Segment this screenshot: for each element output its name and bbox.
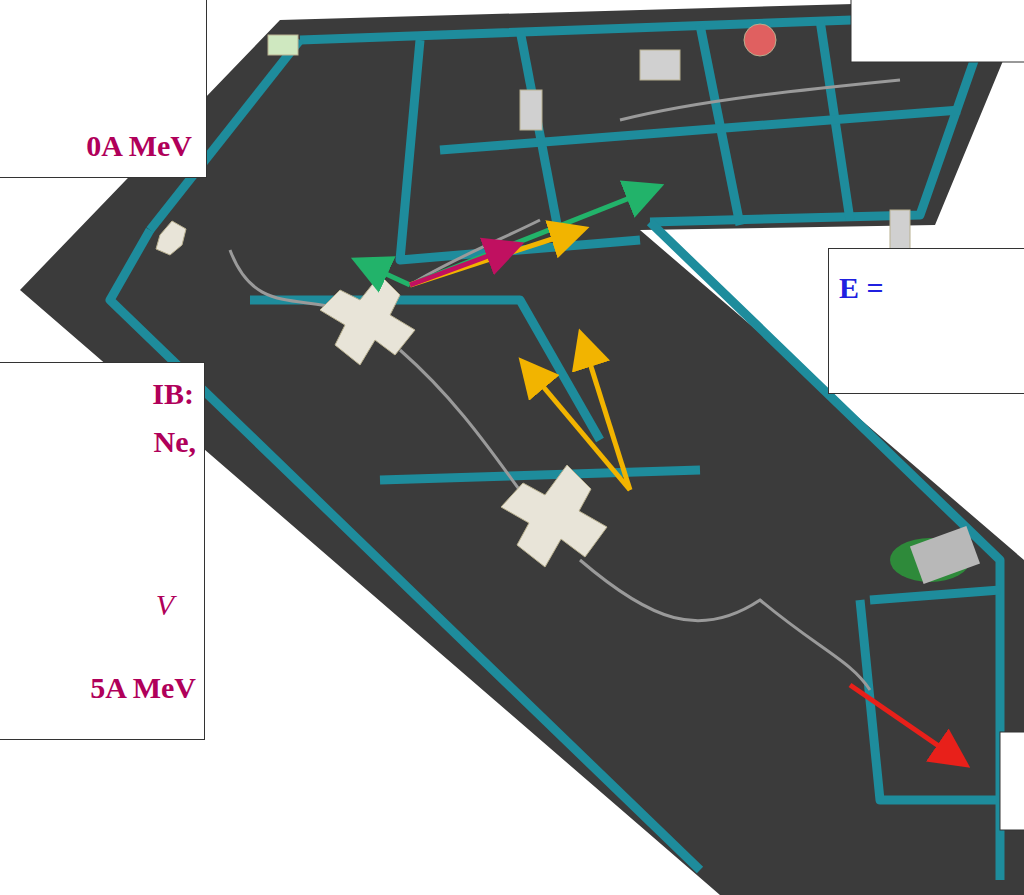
text-box: IB: Ne, V 5A MeV	[0, 362, 205, 740]
cyclotron-magnets	[156, 24, 910, 567]
energy-label: 5A MeV	[90, 671, 196, 706]
energy-label: E =	[839, 271, 884, 306]
empty-box	[851, 0, 1024, 62]
text-box: E =	[828, 248, 1024, 394]
detector	[910, 526, 980, 584]
energy-label: Ne,	[154, 425, 196, 460]
beam-lines	[230, 80, 900, 690]
beam-arrows	[360, 188, 962, 762]
empty-box	[1000, 732, 1024, 830]
walls	[110, 15, 1000, 880]
energy-label: 0A MeV	[86, 129, 192, 164]
text-box: 0A MeV	[0, 0, 207, 178]
energy-label: IB:	[152, 377, 194, 412]
floor	[20, 0, 1024, 895]
energy-label: V	[156, 588, 174, 623]
